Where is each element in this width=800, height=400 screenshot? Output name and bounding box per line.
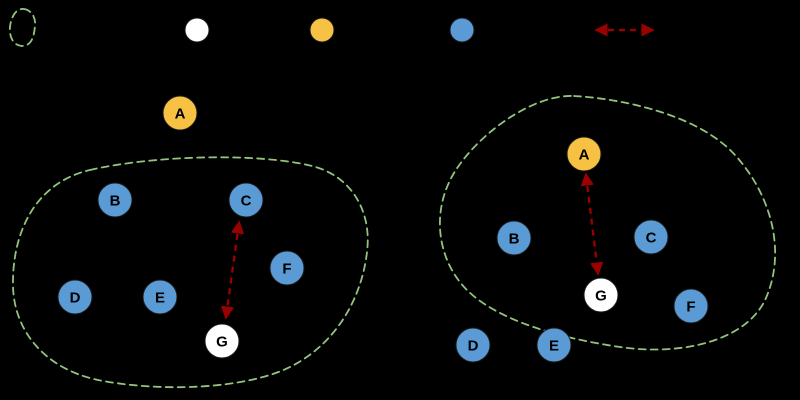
node-e-left: E bbox=[142, 279, 178, 315]
node-b-right-label: B bbox=[509, 230, 520, 247]
node-g-left-circle bbox=[204, 323, 240, 359]
node-c-right-label: C bbox=[646, 229, 657, 246]
node-b-right: B bbox=[496, 220, 532, 256]
node-a-outside-label: A bbox=[175, 105, 186, 122]
node-e-right-circle bbox=[536, 327, 572, 363]
node-g-right-circle bbox=[583, 277, 619, 313]
legend-blue-node-icon bbox=[449, 17, 475, 43]
node-d-right: D bbox=[455, 327, 491, 363]
node-g-left: G bbox=[204, 323, 240, 359]
node-a-right-label: A bbox=[579, 146, 590, 163]
node-c-left: C bbox=[228, 182, 264, 218]
node-d-left-label: D bbox=[70, 289, 81, 306]
node-c-left-label: C bbox=[241, 192, 252, 209]
node-c-left-circle bbox=[228, 182, 264, 218]
node-d-right-circle bbox=[455, 327, 491, 363]
legend-community-outline-icon bbox=[9, 8, 37, 47]
node-f-left-label: F bbox=[282, 260, 291, 277]
node-b-right-circle bbox=[496, 220, 532, 256]
node-e-right: E bbox=[536, 327, 572, 363]
node-c-right-circle bbox=[633, 219, 669, 255]
node-b-left: B bbox=[97, 182, 133, 218]
node-d-right-label: D bbox=[468, 337, 479, 354]
node-d-left-circle bbox=[57, 279, 93, 315]
node-f-right-label: F bbox=[686, 298, 695, 315]
node-a-right-circle bbox=[566, 136, 602, 172]
community-outline-left bbox=[12, 156, 369, 389]
node-f-right: F bbox=[673, 288, 709, 324]
node-f-right-circle bbox=[673, 288, 709, 324]
community-outline-right bbox=[439, 95, 777, 351]
legend-white-node-icon bbox=[184, 17, 210, 43]
legend-yellow-node-icon bbox=[309, 17, 335, 43]
node-a-outside-circle bbox=[162, 95, 198, 131]
node-b-left-label: B bbox=[110, 192, 121, 209]
node-e-right-label: E bbox=[549, 337, 559, 354]
legend bbox=[9, 8, 655, 47]
node-e-left-label: E bbox=[155, 289, 165, 306]
node-a-right: A bbox=[566, 136, 602, 172]
node-b-left-circle bbox=[97, 182, 133, 218]
node-f-left-circle bbox=[269, 250, 305, 286]
distance-arrow-right-a-g bbox=[580, 172, 604, 276]
node-e-left-circle bbox=[142, 279, 178, 315]
node-g-left-label: G bbox=[216, 333, 228, 350]
left-cluster: B C F D E G bbox=[57, 182, 305, 359]
node-d-left: D bbox=[57, 279, 93, 315]
node-g-right-label: G bbox=[595, 287, 607, 304]
right-cluster: A B C G F D E bbox=[455, 136, 709, 363]
node-g-right: G bbox=[583, 277, 619, 313]
node-a-outside: A bbox=[162, 95, 198, 131]
node-c-right: C bbox=[633, 219, 669, 255]
distance-arrow-left-c-g bbox=[220, 220, 245, 320]
node-f-left: F bbox=[269, 250, 305, 286]
